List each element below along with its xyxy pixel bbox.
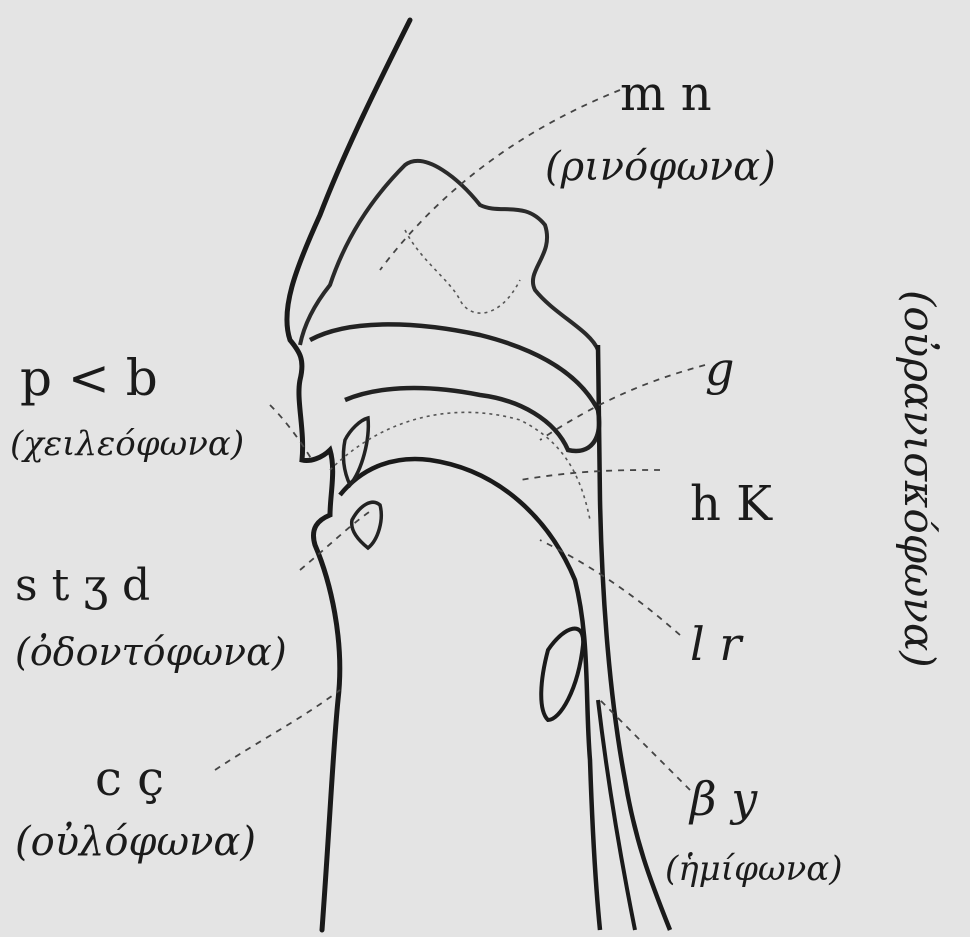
dental-group-label: (ὀδοντόφωνα) (15, 630, 287, 674)
l-r-letters: l r (690, 617, 744, 671)
gum-group-label: (οὐλόφωνα) (15, 819, 256, 865)
labial-group-label: (χειλεόφωνα) (10, 424, 244, 464)
labial-letters: p < b (20, 349, 158, 407)
gum-letters: c ç (95, 751, 164, 807)
velar-letters: h K (690, 476, 773, 532)
semi-letters: β y (688, 772, 758, 826)
semi-group-label: (ἡμίφωνα) (665, 849, 843, 889)
nasal-letters: m n (620, 66, 712, 122)
g-letter: g (705, 342, 734, 396)
palatal-group-label: (οὐρανισκόφωνα) (895, 290, 944, 668)
dental-letters: s t ʒ d (15, 560, 150, 611)
nasal-group-label: (ρινόφωνα) (545, 144, 776, 190)
